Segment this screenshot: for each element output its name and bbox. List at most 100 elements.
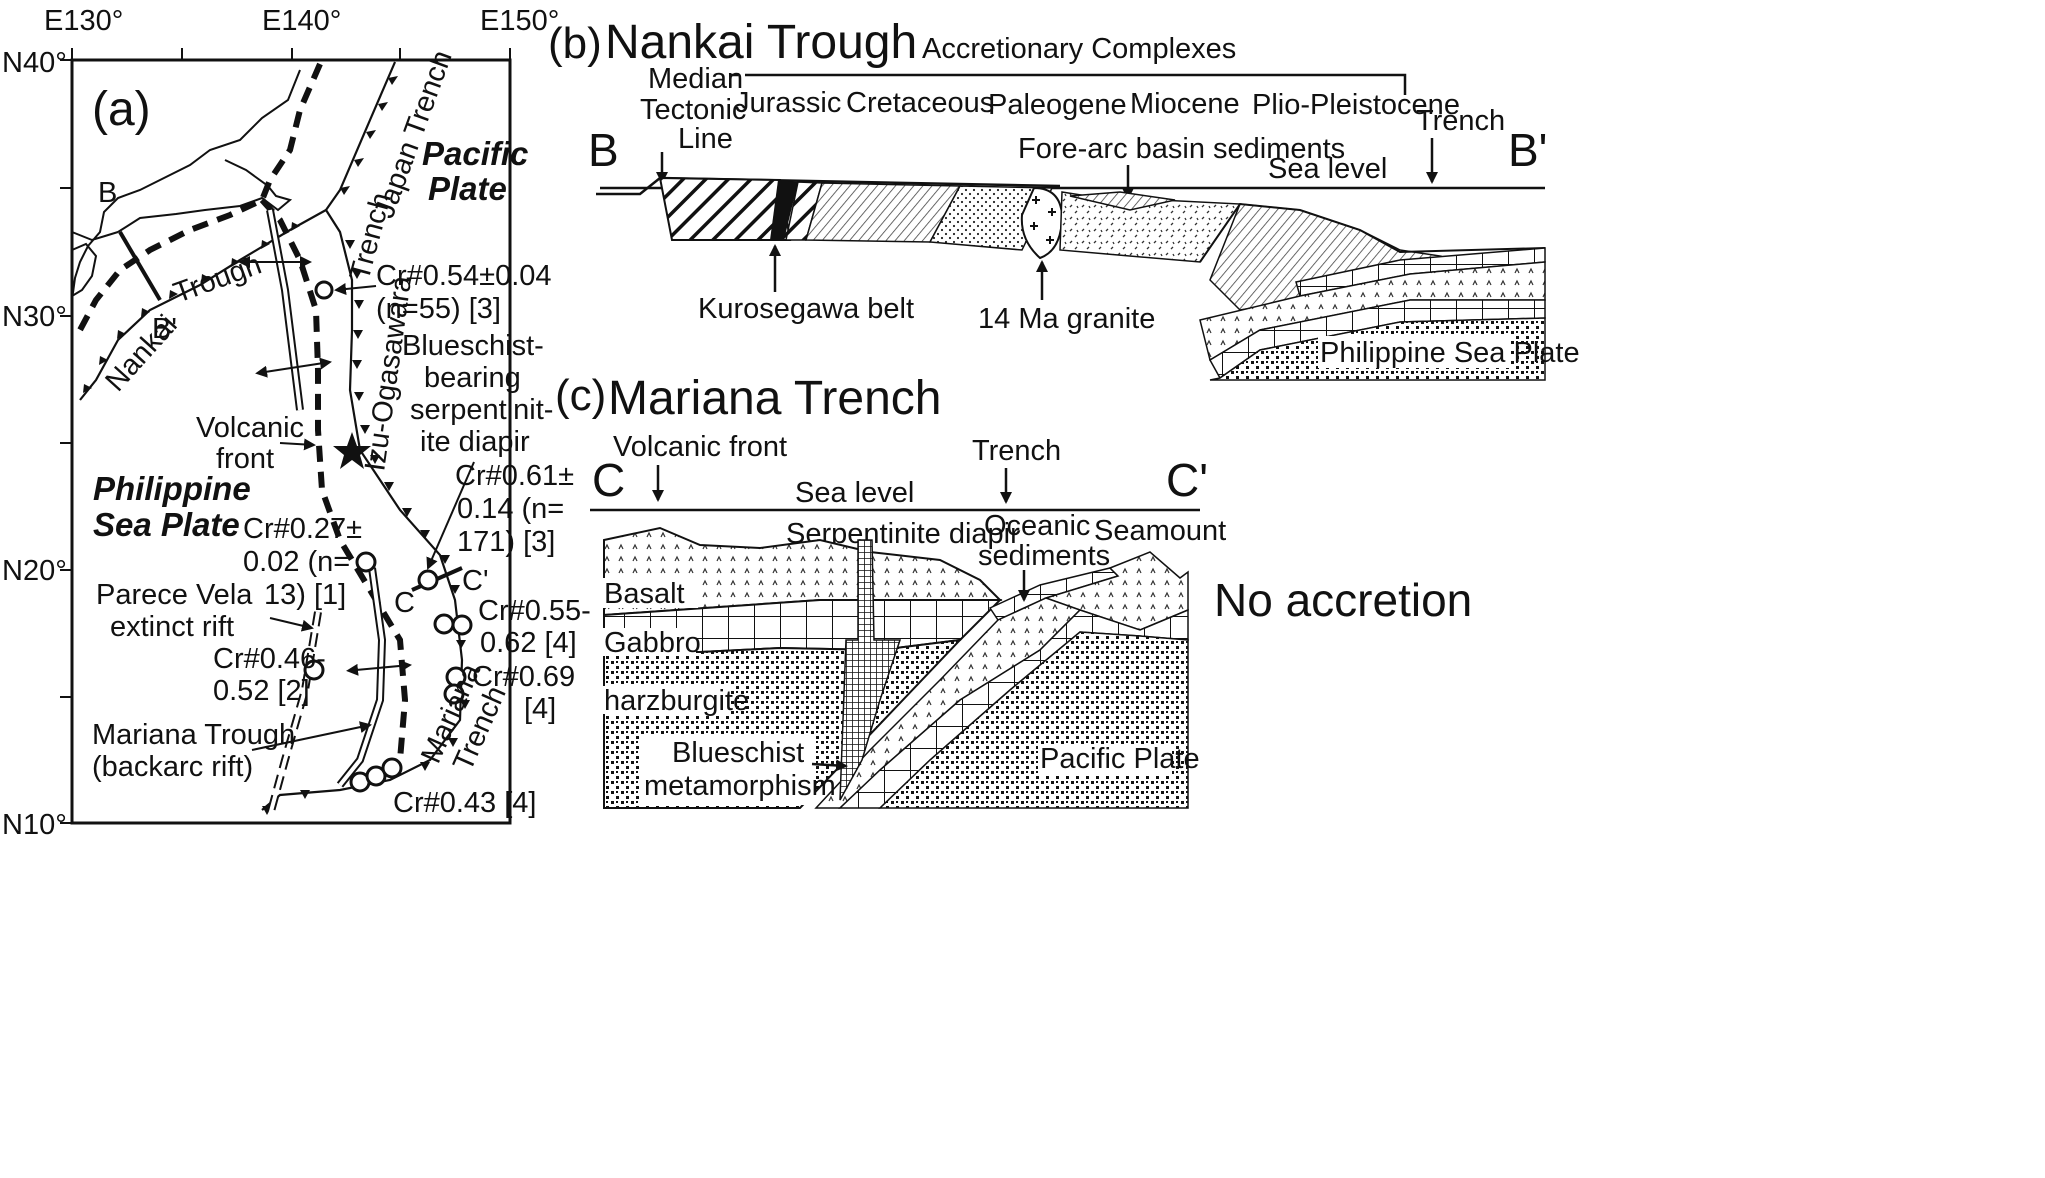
- lat-tick-30: N30°: [2, 301, 67, 333]
- volcanic-front-label-c: Volcanic front: [613, 431, 787, 463]
- sample-site: [381, 757, 403, 779]
- section-line-bb: [118, 230, 162, 302]
- map-label-volcanic-1: Volcanic: [196, 412, 304, 444]
- cr-label-1b: (n=55) [3]: [376, 293, 501, 325]
- pacific-plate-label: Pacific Plate: [1040, 743, 1200, 775]
- map-label-mariana-trough-1: Mariana Trough: [92, 719, 295, 751]
- panel-a-map: E130° E140° E150° N40° N30° N20° N10° (a…: [2, 5, 591, 841]
- cr-label-4b: 0.62 [4]: [480, 627, 577, 659]
- granite-crosses: [1030, 196, 1056, 244]
- blueschist-label-2: metamorphism: [644, 770, 836, 802]
- nankai-trough-line: [79, 209, 327, 401]
- sample-sites: [303, 280, 473, 793]
- forearc-label: Fore-arc basin sediments: [1018, 133, 1345, 165]
- arrow-cr1: [334, 283, 377, 295]
- panel-b-title: Nankai Trough: [605, 16, 917, 69]
- philippine-label-bg: [1318, 336, 1510, 368]
- sea-level-label-b: Sea level: [1268, 153, 1387, 185]
- accretionary-bracket: [730, 73, 1407, 95]
- map-label-c: C: [394, 587, 415, 619]
- kurosegawa-label: Kurosegawa belt: [698, 293, 914, 325]
- map-label-volcanic-2: front: [216, 443, 274, 475]
- lon-tick-130: E130°: [44, 5, 123, 37]
- sample-site: [355, 551, 377, 573]
- cr-label-3c: 13) [1]: [264, 579, 346, 611]
- panel-a-label: (a): [92, 83, 151, 136]
- cr-label-7: Cr#0.43 [4]: [393, 787, 536, 819]
- map-label-blueschist-1: Blueschist-: [402, 330, 544, 362]
- map-label-blueschist-3: serpentinit-: [410, 394, 553, 426]
- panel-c-title: Mariana Trench: [608, 372, 942, 425]
- arrow-volcanic-front: [279, 438, 316, 451]
- lat-tick-40: N40°: [2, 47, 67, 79]
- map-label-blueschist-2: bearing: [424, 362, 521, 394]
- oceanic-label-1: Oceanic: [984, 510, 1090, 542]
- sample-site: [303, 659, 325, 681]
- map-label-blueschist-4: ite diapir: [420, 426, 530, 458]
- arrow-blueschist: [426, 461, 475, 570]
- arrow-parece: [269, 617, 314, 632]
- map-label-nankai: Nankai: [99, 309, 183, 398]
- basalt-label-bg: [602, 578, 698, 608]
- trench-label-c: Trench: [972, 435, 1061, 467]
- sample-site: [314, 280, 334, 300]
- section-label-c-prime: C': [1166, 454, 1208, 506]
- plio-label: Plio-Pleistocene: [1252, 89, 1460, 121]
- oceanic-label-2: sediments: [978, 540, 1110, 572]
- sample-site: [433, 613, 455, 635]
- cr-label-5b: 0.52 [2]: [213, 675, 310, 707]
- section-label-b: B: [588, 124, 619, 176]
- trench-teeth: [83, 76, 470, 815]
- cr-label-2c: 171) [3]: [457, 526, 555, 558]
- blueschist-label-1: Blueschist: [672, 737, 804, 769]
- harzburgite-label-bg: [602, 686, 730, 714]
- blueschist-label-bg: [640, 735, 816, 805]
- spread-arrow-2: [255, 357, 332, 378]
- unit-jurassic-belt: [658, 176, 792, 241]
- land-surface-b: [596, 176, 1061, 196]
- basalt-label: Basalt: [604, 578, 685, 610]
- cr-label-1a: Cr#0.54±0.04: [376, 260, 552, 292]
- spread-arrow-3: [346, 659, 412, 676]
- gabbro-label-bg: [602, 628, 696, 656]
- volcanic-front-line: [77, 62, 409, 761]
- sample-site: [451, 614, 473, 636]
- cr-label-6b: [4]: [524, 693, 556, 725]
- map-label-pacific-2: Plate: [428, 170, 507, 207]
- cr-label-4a: Cr#0.55-: [478, 595, 591, 627]
- map-label-parece-1: Parece Vela: [96, 579, 253, 611]
- star-icon: [333, 432, 371, 469]
- kyushu-coast: [71, 242, 98, 297]
- map-ticks: [60, 48, 511, 824]
- panel-c-label: (c): [555, 371, 606, 420]
- sample-site: [443, 683, 465, 705]
- harzburgite-label: harzburgite: [604, 685, 749, 717]
- map-label-philippine-2: Sea Plate: [93, 506, 240, 543]
- trench-label-b: Trench: [1416, 105, 1505, 137]
- map-label-parece-2: extinct rift: [110, 611, 234, 643]
- section-label-c: C: [592, 454, 625, 506]
- panel-b-nankai: (b) Nankai Trough Accretionary Complexes…: [548, 16, 1580, 381]
- miocene-label: Miocene: [1130, 88, 1240, 120]
- cr-label-3b: 0.02 (n=: [243, 546, 350, 578]
- no-accretion-label: No accretion: [1214, 574, 1472, 626]
- lat-tick-10: N10°: [2, 809, 67, 841]
- map-label-pacific-1: Pacific: [422, 135, 528, 172]
- seamount-label: Seamount: [1094, 515, 1226, 547]
- map-label-philippine-1: Philippine: [93, 470, 251, 507]
- jurassic-label: Jurassic: [735, 87, 841, 119]
- granite-label: 14 Ma granite: [978, 303, 1155, 335]
- map-label-b-prime: B': [152, 313, 177, 345]
- cr-label-2a: Cr#0.61±: [455, 460, 574, 492]
- paleogene-label: Paleogene: [988, 89, 1127, 121]
- sample-site: [417, 569, 439, 591]
- gabbro-label: Gabbro: [604, 627, 701, 659]
- arrow-blueschist-c: [811, 759, 848, 772]
- section-label-b-prime: B': [1508, 124, 1547, 176]
- map-label-mariana-trough-2: (backarc rift): [92, 751, 253, 783]
- panel-b-label: (b): [548, 19, 602, 68]
- sea-level-label-c: Sea level: [795, 477, 914, 509]
- arrow-mariana-trough: [251, 721, 372, 751]
- median-label-3: Line: [678, 123, 733, 155]
